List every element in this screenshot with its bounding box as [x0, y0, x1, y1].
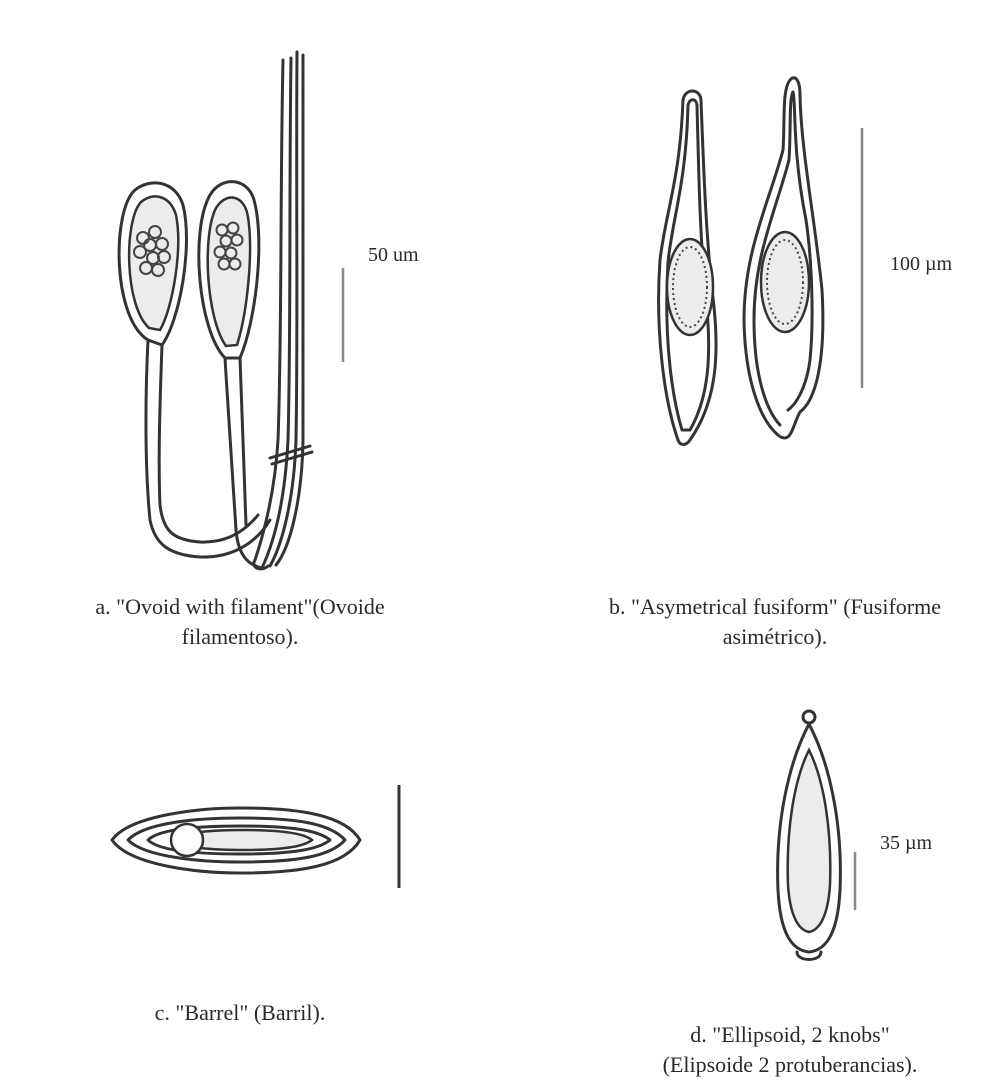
scale-label-d: 35 µm — [880, 832, 932, 855]
scale-label-a: 50 um — [368, 244, 419, 267]
fusiform-spore-right — [744, 78, 823, 438]
caption-a: a. "Ovoid with filament"(Ovoide filament… — [30, 592, 450, 652]
barrel-spore-vacuole — [171, 824, 203, 856]
caption-d-line2: (Elipsoide 2 protuberancias). — [590, 1050, 990, 1080]
caption-d: d. "Ellipsoid, 2 knobs" (Elipsoide 2 pro… — [590, 1020, 990, 1080]
caption-c-line1: c. "Barrel" (Barril). — [30, 998, 450, 1028]
caption-c: c. "Barrel" (Barril). — [30, 998, 450, 1028]
caption-d-line1: d. "Ellipsoid, 2 knobs" — [590, 1020, 990, 1050]
filament-bundle — [254, 52, 312, 569]
caption-a-line1: a. "Ovoid with filament"(Ovoide — [30, 592, 450, 622]
scale-label-b: 100 µm — [890, 253, 952, 276]
caption-b: b. "Asymetrical fusiform" (Fusiforme asi… — [560, 592, 990, 652]
fusiform-spore-left — [659, 91, 716, 445]
ellipsoid-spore — [778, 711, 841, 960]
caption-a-line2: filamentoso). — [30, 622, 450, 652]
top-knob — [803, 711, 815, 723]
barrel-spore — [112, 808, 360, 873]
caption-b-line1: b. "Asymetrical fusiform" (Fusiforme — [560, 592, 990, 622]
caption-b-line2: asimétrico). — [560, 622, 990, 652]
